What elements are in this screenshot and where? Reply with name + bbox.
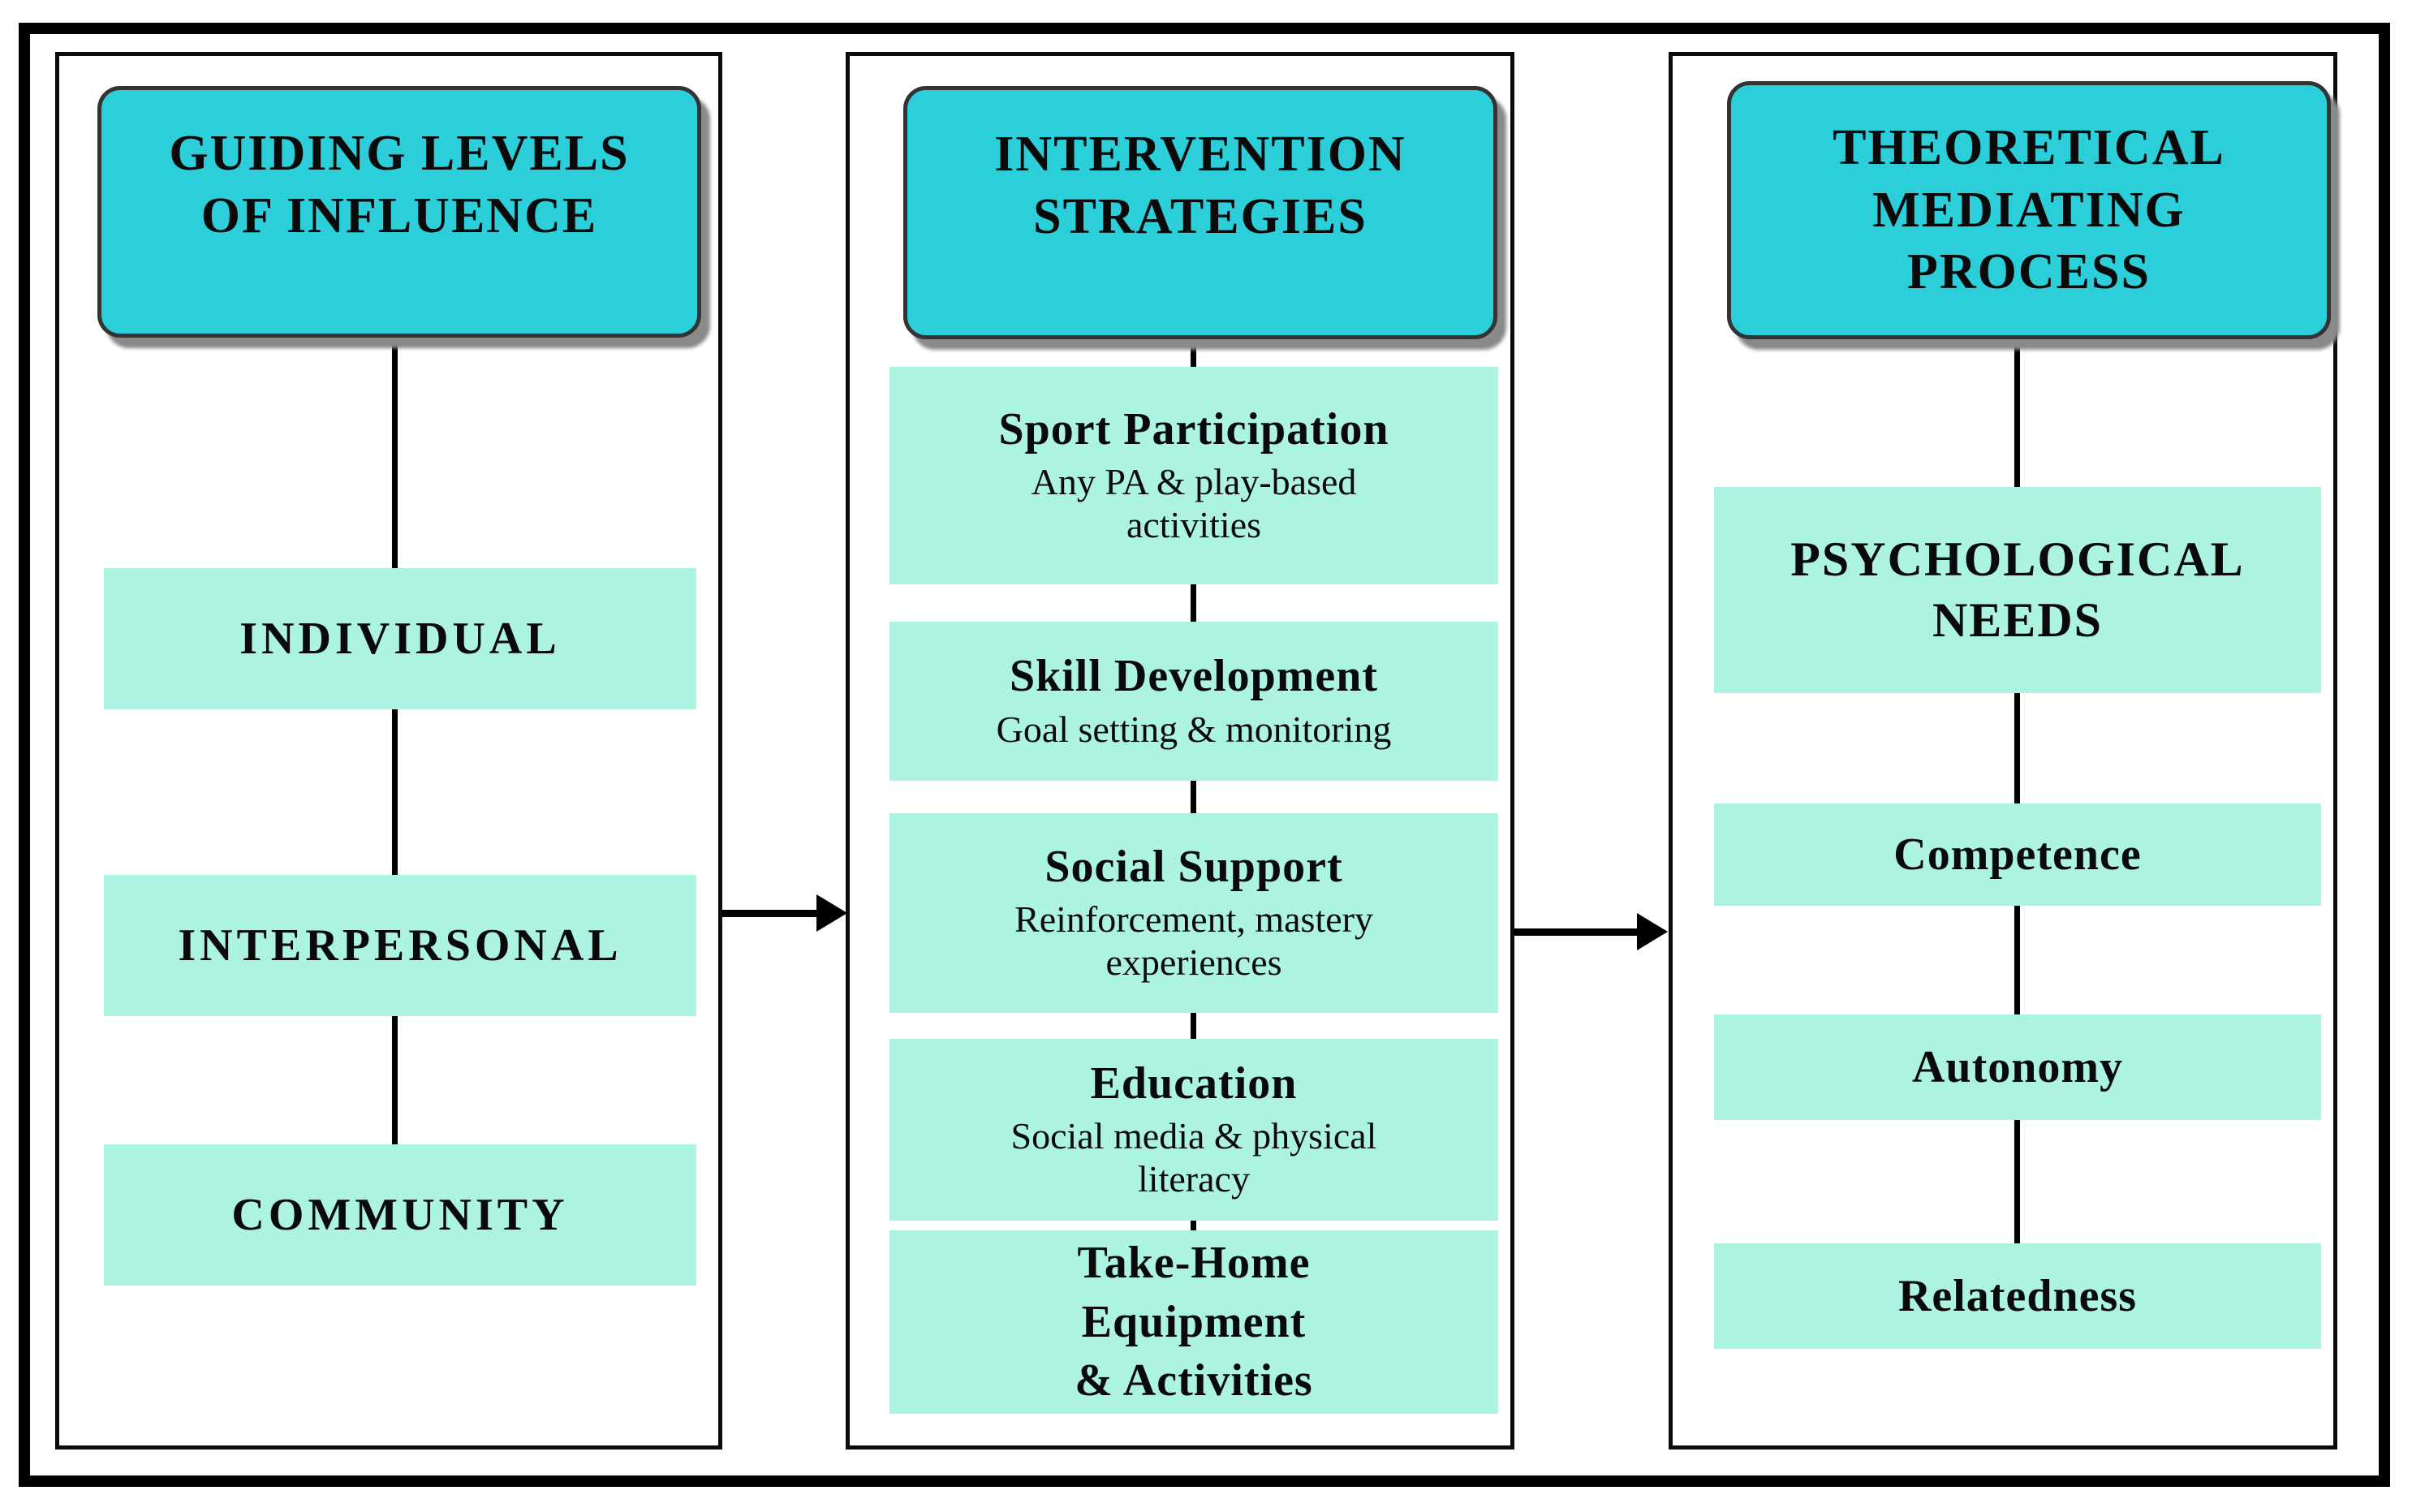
box-individual: INDIVIDUAL [104, 568, 696, 709]
arrow-left-to-center-shaft [722, 910, 818, 917]
box-skill-development-subtitle: Goal setting & monitoring [996, 708, 1392, 750]
arrow-right-icon [1637, 913, 1668, 950]
connector-line-mediating [2014, 339, 2020, 1245]
box-skill-development: Skill Development Goal setting & monitor… [889, 622, 1498, 781]
box-relatedness: Relatedness [1714, 1243, 2321, 1349]
box-sport-participation: Sport Participation Any PA & play-based … [889, 367, 1498, 584]
box-education: Education Social media & physical litera… [889, 1039, 1498, 1221]
box-education-title: Education [1090, 1058, 1298, 1109]
box-individual-label: INDIVIDUAL [239, 614, 561, 664]
box-psychological-needs-label: PSYCHOLOGICAL NEEDS [1790, 532, 2245, 647]
box-take-home-equipment: Take-Home Equipment & Activities [889, 1230, 1498, 1414]
header-guiding-levels: GUIDING LEVELS OF INFLUENCE [97, 86, 701, 338]
arrow-center-to-right-shaft [1514, 928, 1639, 936]
header-intervention-strategies: INTERVENTION STRATEGIES [903, 86, 1497, 339]
connector-line-strategies [1191, 338, 1196, 1237]
box-take-home-equipment-title: Take-Home Equipment & Activities [1075, 1237, 1313, 1406]
box-education-subtitle: Social media & physical literacy [1010, 1115, 1377, 1200]
box-psychological-needs: PSYCHOLOGICAL NEEDS [1714, 487, 2321, 693]
box-social-support: Social Support Reinforcement, mastery ex… [889, 813, 1498, 1013]
box-competence-label: Competence [1893, 829, 2142, 880]
box-autonomy: Autonomy [1714, 1014, 2321, 1120]
box-community-label: COMMUNITY [231, 1190, 569, 1240]
box-competence: Competence [1714, 803, 2321, 906]
outer-frame [19, 23, 2390, 1487]
box-sport-participation-title: Sport Participation [998, 403, 1389, 454]
connector-line-guiding [392, 336, 398, 1148]
box-skill-development-title: Skill Development [1009, 650, 1379, 701]
box-interpersonal: INTERPERSONAL [104, 875, 696, 1016]
header-theoretical-mediating-process: THEORETICAL MEDIATING PROCESS [1727, 81, 2331, 339]
box-sport-participation-subtitle: Any PA & play-based activities [1031, 461, 1357, 545]
box-social-support-title: Social Support [1044, 841, 1343, 892]
box-autonomy-label: Autonomy [1911, 1042, 2124, 1092]
box-relatedness-label: Relatedness [1897, 1271, 2138, 1321]
box-interpersonal-label: INTERPERSONAL [178, 920, 622, 971]
box-community: COMMUNITY [104, 1144, 696, 1286]
box-social-support-subtitle: Reinforcement, mastery experiences [1014, 898, 1373, 983]
arrow-right-icon [816, 894, 847, 932]
